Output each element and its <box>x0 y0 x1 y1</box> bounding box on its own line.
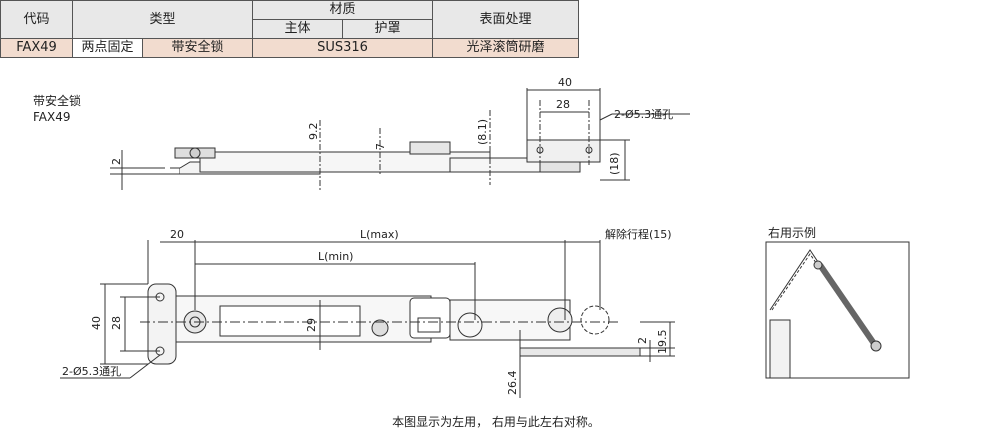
dim-top-28: 28 <box>110 316 123 330</box>
cell-type-fixed: 两点固定 <box>72 38 143 58</box>
header-cover: 护罩 <box>342 19 433 39</box>
dim-side-9-2: 9.2 <box>307 123 320 141</box>
side-view-code: FAX49 <box>33 110 71 124</box>
dim-top-lmin: L(min) <box>318 250 353 263</box>
dim-side-8-1: (8.1) <box>476 119 489 145</box>
dim-top-hole: 2-Ø5.3通孔 <box>62 365 121 378</box>
example-drawing <box>765 241 910 379</box>
header-main-body: 主体 <box>252 19 343 39</box>
spec-table: 代码 类型 材质 表面处理 主体 护罩 FAX49 两点固定 带安全锁 SUS3… <box>0 0 579 58</box>
dim-top-26-4: 26.4 <box>506 371 519 396</box>
caption: 本图显示为左用， 右用与此左右对称。 <box>392 415 600 429</box>
cell-material: SUS316 <box>252 38 433 58</box>
side-view-drawing <box>110 88 690 190</box>
dim-side-18: (18) <box>608 152 621 175</box>
dim-side-40: 40 <box>558 76 572 89</box>
dim-top-stroke: 解除行程(15) <box>605 227 672 241</box>
example-title: 右用示例 <box>768 226 817 240</box>
dim-top-19-5: 19.5 <box>656 330 669 355</box>
dim-side-2: 2 <box>110 158 123 165</box>
cell-type-lock: 带安全锁 <box>142 38 253 58</box>
dim-top-2: 2 <box>636 337 649 344</box>
cell-surface: 光泽滚筒研磨 <box>432 38 579 58</box>
header-code: 代码 <box>0 0 73 39</box>
dim-top-40: 40 <box>90 316 103 330</box>
dim-side-28: 28 <box>556 98 570 111</box>
cell-code: FAX49 <box>0 38 73 58</box>
side-view-title: 带安全锁 <box>33 94 82 108</box>
dim-top-20: 20 <box>170 228 184 241</box>
dim-top-lmax: L(max) <box>360 228 399 241</box>
dim-top-29: 29 <box>305 318 318 332</box>
top-view-drawing <box>60 240 675 398</box>
header-surface: 表面处理 <box>432 0 579 39</box>
dim-side-hole: 2-Ø5.3通孔 <box>614 108 673 121</box>
dim-side-7: 7 <box>374 143 387 150</box>
header-material: 材质 <box>252 0 433 20</box>
